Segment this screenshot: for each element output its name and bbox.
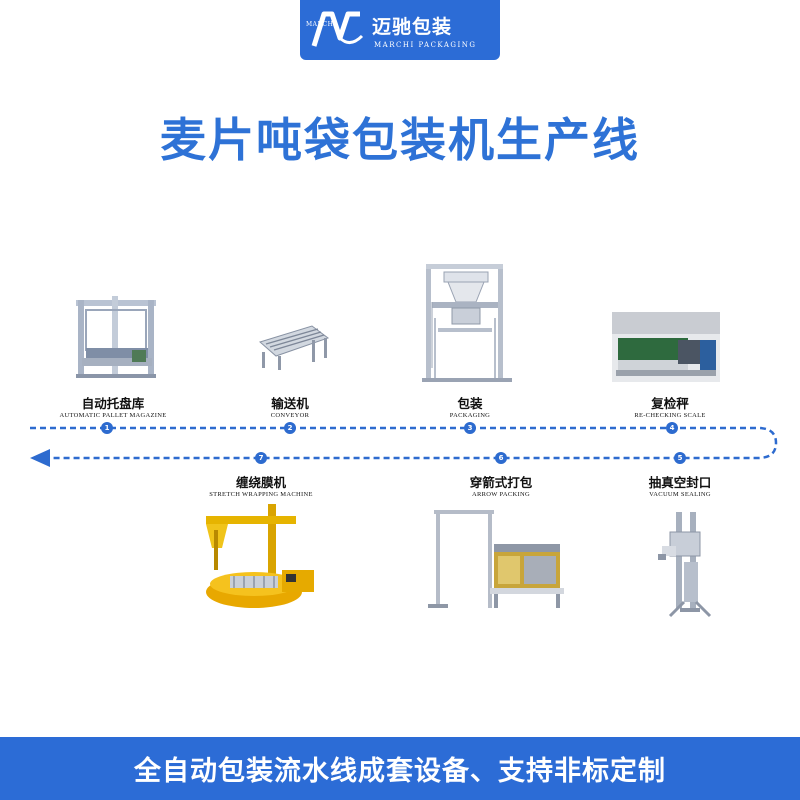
brand-logo-bar: MARCHI 迈驰包装 MARCHI PACKAGING — [300, 0, 500, 60]
stage-3-label: 包装 PACKAGING — [420, 393, 520, 419]
brand-name-cn: 迈驰包装 — [372, 16, 453, 38]
stage-4-label: 复检秤 RE-CHECKING SCALE — [615, 393, 725, 419]
stage-4-node: 4 — [666, 422, 678, 434]
stage-3-name-en: PACKAGING — [449, 412, 491, 419]
brand-mark-text: MARCHI — [306, 21, 337, 28]
brand-name-en: MARCHI PACKAGING — [374, 41, 477, 49]
stage-6-label: 穿箭式打包 ARROW PACKING — [446, 472, 556, 498]
brand-logo-icon — [311, 11, 364, 47]
stage-7-name-cn: 缠绕膜机 — [235, 475, 286, 490]
stage-2-label: 输送机 CONVEYOR — [240, 393, 340, 419]
stage-6-node: 6 — [495, 452, 507, 464]
stage-3-name-cn: 包装 — [457, 396, 483, 411]
stage-5-node: 5 — [674, 452, 686, 464]
vacuum-sealer-icon — [658, 512, 712, 618]
stretch-wrapper-icon — [206, 504, 314, 608]
stage-5-name-en: VACUUM SEALING — [649, 491, 711, 498]
bag-filling-machine-icon — [422, 264, 512, 382]
stage-4-name-cn: 复检秤 — [651, 396, 689, 411]
stage-5-name-cn: 抽真空封口 — [648, 475, 712, 490]
footer-slogan: 全自动包装流水线成套设备、支持非标定制 — [134, 756, 666, 787]
stage-1-name-en: AUTOMATIC PALLET MAGAZINE — [59, 412, 167, 419]
stage-3-node: 3 — [464, 422, 476, 434]
stage-7-node: 7 — [255, 452, 267, 464]
stage-4-name-en: RE-CHECKING SCALE — [634, 412, 706, 419]
stage-7-label: 缠绕膜机 STRETCH WRAPPING MACHINE — [196, 472, 326, 498]
roller-conveyor-icon — [258, 325, 330, 370]
arrow-strapping-machine-icon — [428, 510, 564, 608]
stage-1-label: 自动托盘库 AUTOMATIC PALLET MAGAZINE — [48, 393, 178, 419]
stage-6-name-cn: 穿箭式打包 — [469, 475, 533, 490]
stage-1-name-cn: 自动托盘库 — [81, 396, 145, 411]
stage-7-name-en: STRETCH WRAPPING MACHINE — [209, 491, 313, 498]
stage-5-label: 抽真空封口 VACUUM SEALING — [625, 472, 735, 498]
checkweigher-icon — [612, 312, 720, 382]
stage-2-name-en: CONVEYOR — [270, 412, 310, 419]
stage-6-name-en: ARROW PACKING — [472, 491, 530, 498]
pallet-magazine-icon — [76, 296, 156, 378]
flow-arrow-icon — [30, 449, 50, 467]
stage-1-node: 1 — [101, 422, 113, 434]
process-flow-path — [30, 426, 778, 460]
page-title: 麦片吨袋包装机生产线 — [160, 113, 640, 167]
footer-banner: 全自动包装流水线成套设备、支持非标定制 — [0, 737, 800, 800]
stage-2-node: 2 — [284, 422, 296, 434]
stage-2-name-cn: 输送机 — [271, 396, 309, 411]
